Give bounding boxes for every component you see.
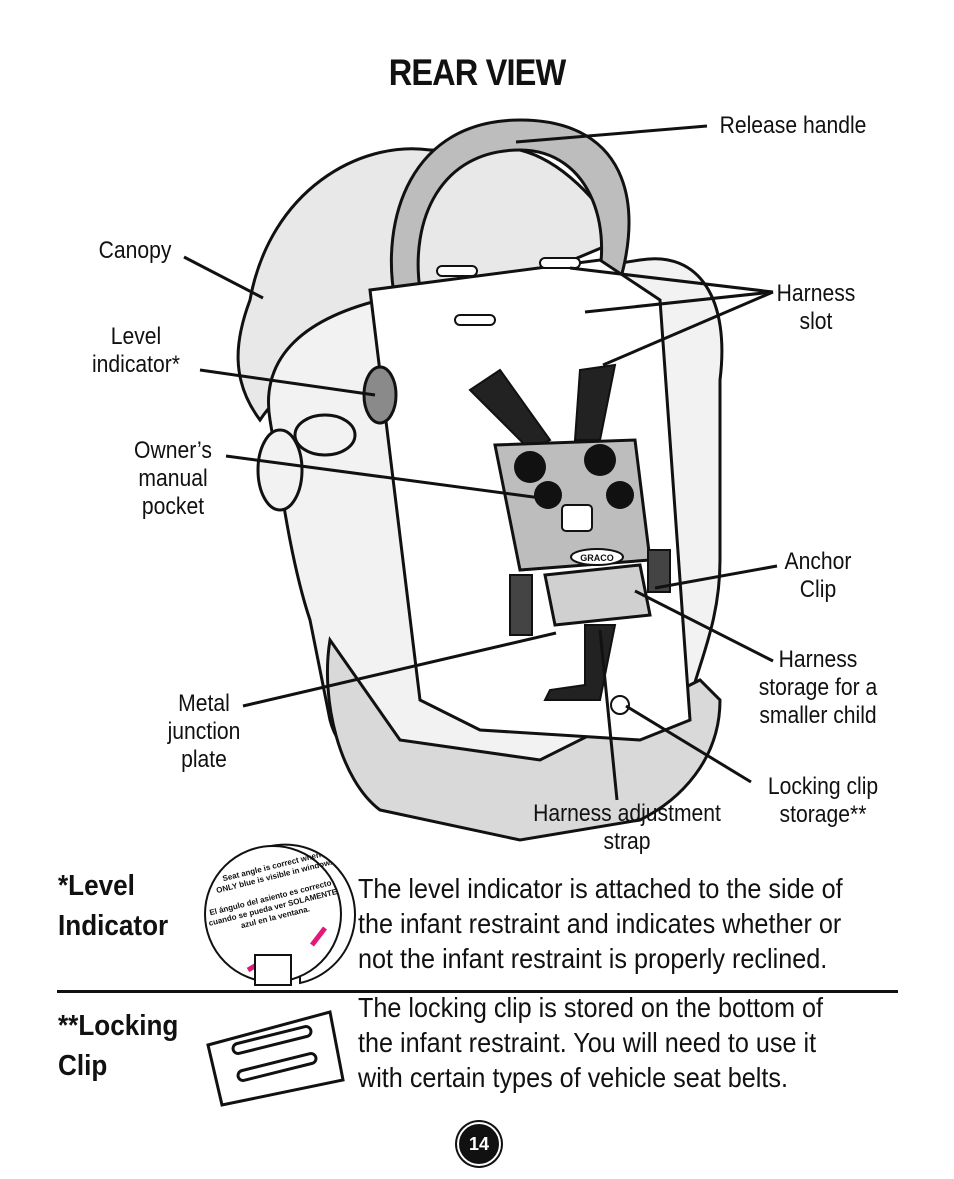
harness-slot-left [436, 265, 478, 277]
level-indicator-heading: *Level Indicator [58, 870, 169, 942]
callout-level-indicator: Level indicator* [91, 323, 181, 378]
harness-slot-left-2 [454, 314, 496, 326]
locking-clip-storage-hole [610, 695, 630, 715]
callout-locking-clip-storage: Locking clip storage** [767, 773, 879, 828]
level-indicator-sticker-graphic [204, 843, 356, 986]
callout-harness-storage: Harness storage for a smaller child [758, 646, 878, 729]
anchor-clip-right [647, 549, 671, 593]
level-indicator-description: The level indicator is attached to the s… [358, 873, 843, 974]
level-indicator-knob [362, 365, 398, 425]
callout-anchor-clip: Anchor Clip [784, 548, 852, 603]
locking-clip-description: The locking clip is stored on the bottom… [358, 992, 824, 1093]
locking-clip-heading: **Locking Clip [58, 1010, 179, 1082]
anchor-clip-left [509, 574, 533, 636]
locking-clip-graphic [206, 1010, 345, 1107]
page-title: REAR VIEW [388, 52, 566, 93]
callout-owners-manual-pocket: Owner’s manual pocket [134, 437, 212, 520]
callout-harness-adjustment-strap: Harness adjustment strap [533, 800, 721, 855]
harness-strap-left [468, 368, 552, 452]
callout-harness-slot: Harness slot [776, 280, 856, 335]
callout-release-handle: Release handle [719, 112, 867, 139]
graco-logo: GRACO [580, 553, 614, 563]
page-number-badge: 14 [457, 1122, 501, 1166]
harness-slot-upper [539, 257, 581, 269]
callout-metal-junction-plate: Metal junction plate [167, 690, 241, 773]
base-shape [326, 636, 722, 842]
harness-adjustment-strap-shape [543, 624, 617, 701]
callout-canopy: Canopy [98, 237, 172, 264]
section-divider [57, 990, 898, 993]
harness-storage-shape [543, 563, 652, 627]
